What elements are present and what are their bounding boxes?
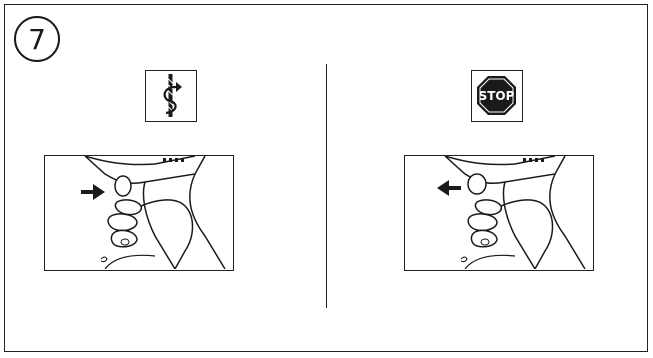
- stop-sign-text: STOP: [479, 89, 515, 103]
- drill-bit-rotate-icon: [145, 70, 197, 122]
- stop-sign-icon: STOP: [471, 70, 523, 122]
- panel-divider: [326, 64, 327, 308]
- step-number-badge: 7: [14, 16, 60, 62]
- push-reverse-button-in-illustration: [44, 155, 234, 271]
- release-reverse-button-illustration: [404, 155, 594, 271]
- step-number: 7: [28, 22, 46, 56]
